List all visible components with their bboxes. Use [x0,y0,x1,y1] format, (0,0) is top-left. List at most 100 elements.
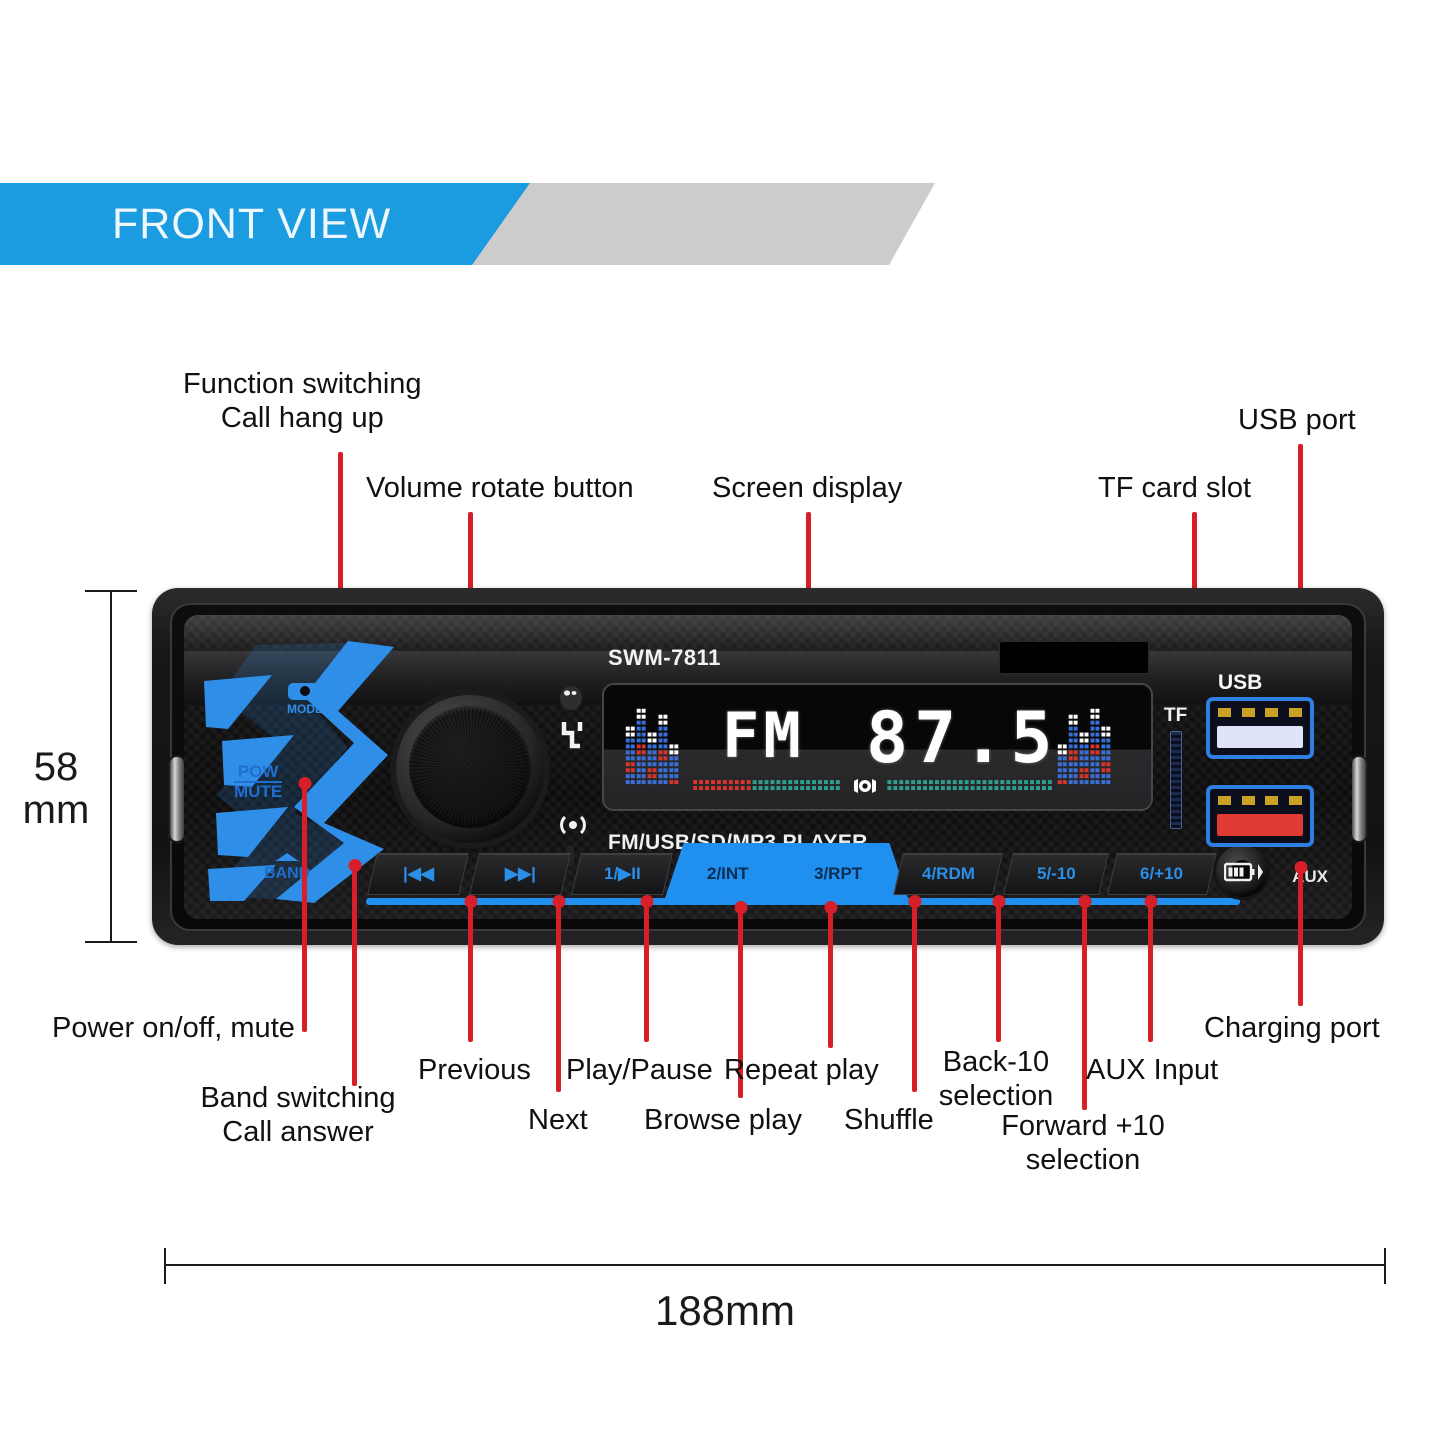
usb-port[interactable] [1206,697,1314,759]
stereo-bezel: MODE POW MUTE BAND [168,603,1368,931]
callout-play-pause: Play/Pause [566,1054,713,1086]
button-repeat-label: 3/RPT [813,864,863,883]
button-previous[interactable]: |◀◀ [367,853,469,895]
bluetooth-wireless-icon [558,813,588,837]
button-intro-label: 2/INT [707,864,749,883]
button-next-label: ▶▶| [504,864,536,883]
stereo-indicator-icon [852,777,878,795]
button-previous-label: |◀◀ [402,864,434,883]
band-button[interactable]: BAND [264,851,310,883]
dim-height-tick-top [85,590,137,592]
callout-charging-port: Charging port [1204,1012,1380,1044]
leader-shuffle [912,900,917,1092]
callout-function-switching: Function switching Call hang up [183,368,422,435]
button-back-10[interactable]: 5/-10 [1003,853,1109,895]
button-random-label: 4/RDM [921,864,975,883]
button-random[interactable]: 4/RDM [893,853,1003,895]
dim-height-unit: mm [22,788,90,833]
callout-function-switching-line1: Function switching [183,368,422,400]
charging-tongue [1217,814,1303,836]
dim-width-line [164,1264,1386,1266]
lcd-frequency-text: 87.5 [866,697,1059,779]
mute-label: MUTE [234,780,283,801]
dim-height-text: 58 mm [6,745,106,833]
leader-back-10 [996,900,1001,1042]
banner-blue-shape [0,183,530,265]
car-stereo-unit: MODE POW MUTE BAND [152,588,1384,945]
banner-title: FRONT VIEW [112,200,392,248]
leader-repeat-play [828,906,833,1048]
callout-shuffle: Shuffle [844,1104,934,1136]
button-back-10-label: 5/-10 [1036,864,1076,883]
screen-display-area: SWM-7811 FM [594,631,1159,854]
callout-power-mute: Power on/off, mute [52,1012,295,1044]
leader-power-mute [302,782,307,1032]
callout-repeat-play: Repeat play [724,1054,879,1086]
leader-previous [468,900,473,1042]
mode-icon[interactable]: MODE [284,681,326,716]
button-next[interactable]: ▶▶| [469,853,571,895]
leader-aux-input [1148,900,1153,1042]
callout-usb-port: USB port [1238,404,1356,436]
dim-width-text: 188mm [654,1287,796,1334]
microphone-icon [558,685,584,711]
stereo-faceplate: MODE POW MUTE BAND [184,615,1352,919]
callout-back-10-line2: selection [938,1079,1054,1112]
callout-forward-10-line1: Forward +10 [1001,1110,1165,1142]
button-repeat[interactable]: 3/RPT [783,853,893,895]
power-label: POW [237,762,279,781]
tf-label: TF [1164,705,1188,726]
callout-screen-display: Screen display [712,472,903,504]
charging-port[interactable] [1206,785,1314,847]
usb-pins [1218,708,1302,719]
callout-previous: Previous [418,1054,531,1086]
reset-icon[interactable] [558,719,586,749]
callout-band-switching: Band switching Call answer [178,1082,418,1149]
callout-band-switching-line1: Band switching [200,1082,396,1114]
lcd-band-text: FM [722,699,805,772]
callout-tf-card-slot: TF card slot [1098,472,1252,504]
callout-aux-input: AUX Input [1086,1054,1219,1086]
leader-play-pause [644,900,649,1042]
dim-height-line [110,590,112,942]
leader-browse-play [738,906,743,1098]
button-blue-highlight [664,843,909,901]
usb-label: USB [1218,671,1263,694]
power-mute-button[interactable]: POW MUTE [234,762,283,801]
dim-width-tick-right [1384,1248,1386,1284]
dim-width-tick-left [164,1248,166,1284]
volume-rotate-knob[interactable] [396,695,544,843]
side-bracket-right [1350,755,1368,843]
leader-next [556,900,561,1092]
button-play-pause-label: 1/▶II [603,864,641,883]
ir-receiver-window [999,641,1149,674]
faceplate-sheen [184,615,1352,649]
callout-forward-10: Forward +10 selection [986,1110,1180,1177]
button-rail [366,898,1240,905]
usb-tongue [1217,726,1303,748]
ports-panel: TF USB [1154,633,1342,915]
leader-band-switching [352,864,357,1086]
leader-function-switching [338,452,343,602]
callout-next: Next [528,1104,588,1136]
dim-height-tick-bottom [85,941,137,943]
callout-browse-play: Browse play [644,1104,802,1136]
leader-usb-port [1298,444,1303,716]
callout-function-switching-line2: Call hang up [220,401,384,434]
leader-forward-10 [1082,900,1087,1110]
banner: FRONT VIEW [0,183,935,265]
model-number: SWM-7811 [608,645,721,670]
button-intro[interactable]: 2/INT [673,853,783,895]
band-label: BAND [264,865,311,882]
button-play-pause[interactable]: 1/▶II [571,853,673,895]
tf-card-slot[interactable] [1170,731,1182,829]
callout-back-10-line1: Back-10 [942,1046,1050,1078]
battery-charge-icon [1223,861,1264,883]
blue-decorative-graphic [204,641,394,903]
svg-text:MODE: MODE [287,702,323,715]
lcd-content [625,708,1111,791]
leader-charging-port [1298,866,1303,1006]
callout-band-switching-line2: Call answer [222,1115,374,1148]
dim-height-value: 58 [33,745,79,789]
